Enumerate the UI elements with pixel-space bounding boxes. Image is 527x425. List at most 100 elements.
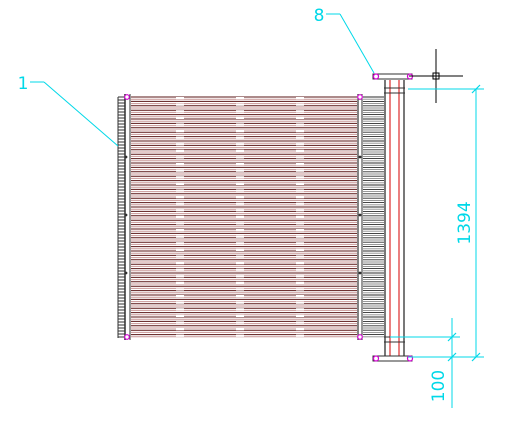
support-gap xyxy=(236,103,244,106)
support-gap xyxy=(296,215,304,218)
support-gap xyxy=(236,196,244,199)
support-gap xyxy=(176,268,184,271)
support-gap xyxy=(236,130,244,133)
support-gap xyxy=(296,110,304,113)
support-gap xyxy=(176,123,184,126)
dimension-offset-label: 100 xyxy=(429,370,449,402)
support-gap xyxy=(296,295,304,298)
support-gap xyxy=(236,235,244,238)
support-gap xyxy=(296,136,304,139)
support-gap xyxy=(296,262,304,265)
leader-part-1: 1 xyxy=(18,74,119,147)
support-gap xyxy=(296,222,304,225)
dimension-offset: 100 xyxy=(390,318,460,408)
support-gap xyxy=(176,215,184,218)
support-gap xyxy=(236,308,244,311)
support-gap xyxy=(236,169,244,172)
support-gap xyxy=(296,248,304,251)
support-gap xyxy=(236,215,244,218)
support-gap xyxy=(236,143,244,146)
support-gap xyxy=(296,281,304,284)
left-tube-sheet xyxy=(124,94,131,340)
support-gap xyxy=(176,143,184,146)
support-gap xyxy=(176,169,184,172)
support-gap xyxy=(236,268,244,271)
support-gap xyxy=(296,123,304,126)
support-gap xyxy=(236,295,244,298)
tube-bank xyxy=(131,96,384,338)
support-gap xyxy=(296,97,304,100)
support-gap xyxy=(176,189,184,192)
support-gap xyxy=(176,242,184,245)
support-gap xyxy=(176,163,184,166)
support-gap xyxy=(296,209,304,212)
support-gap xyxy=(296,255,304,258)
support-gap xyxy=(296,130,304,133)
support-gap xyxy=(236,136,244,139)
fin-comb-left xyxy=(117,96,125,338)
support-gap xyxy=(296,202,304,205)
support-gap xyxy=(236,334,244,337)
support-gap xyxy=(236,123,244,126)
support-gap xyxy=(236,163,244,166)
support-gap xyxy=(296,163,304,166)
support-gap xyxy=(296,275,304,278)
support-gap xyxy=(176,308,184,311)
support-gap xyxy=(236,262,244,265)
support-gap xyxy=(176,182,184,185)
support-gap xyxy=(296,182,304,185)
support-gap xyxy=(236,314,244,317)
support-gap xyxy=(236,275,244,278)
support-gap xyxy=(296,176,304,179)
support-gap xyxy=(176,149,184,152)
support-gap xyxy=(236,288,244,291)
support-gap xyxy=(176,156,184,159)
support-gap xyxy=(296,189,304,192)
support-gap xyxy=(176,176,184,179)
support-gap xyxy=(296,149,304,152)
support-strips xyxy=(176,97,304,337)
support-gap xyxy=(176,235,184,238)
support-gap xyxy=(176,275,184,278)
part-8-label: 8 xyxy=(314,6,325,26)
support-gap xyxy=(176,103,184,106)
support-gap xyxy=(236,202,244,205)
support-gap xyxy=(296,242,304,245)
support-gap xyxy=(296,268,304,271)
support-gap xyxy=(176,248,184,251)
support-gap xyxy=(296,321,304,324)
support-gap xyxy=(296,308,304,311)
tube-sheet-bolts xyxy=(124,94,363,340)
support-gap xyxy=(296,143,304,146)
support-gap xyxy=(176,334,184,337)
support-gap xyxy=(176,116,184,119)
support-gap xyxy=(176,222,184,225)
support-gap xyxy=(236,301,244,304)
support-gap xyxy=(176,262,184,265)
support-gap xyxy=(236,189,244,192)
support-gap xyxy=(176,202,184,205)
dimension-height: 1394 xyxy=(408,84,484,362)
support-gap xyxy=(176,136,184,139)
support-gap xyxy=(176,295,184,298)
support-gap xyxy=(236,156,244,159)
support-gap xyxy=(176,110,184,113)
support-gap xyxy=(236,222,244,225)
support-gap xyxy=(236,182,244,185)
middle-tube-sheet xyxy=(357,94,363,340)
support-gap xyxy=(236,281,244,284)
leader-part-8: 8 xyxy=(314,6,375,74)
support-gap xyxy=(236,209,244,212)
support-gap xyxy=(296,196,304,199)
support-gap xyxy=(236,255,244,258)
header-pipe xyxy=(384,80,405,358)
support-gap xyxy=(296,156,304,159)
support-gap xyxy=(296,288,304,291)
support-gap xyxy=(176,321,184,324)
support-gap xyxy=(236,248,244,251)
support-gap xyxy=(176,229,184,232)
support-gap xyxy=(176,301,184,304)
crosshair-cursor xyxy=(409,49,463,103)
support-gap xyxy=(236,110,244,113)
